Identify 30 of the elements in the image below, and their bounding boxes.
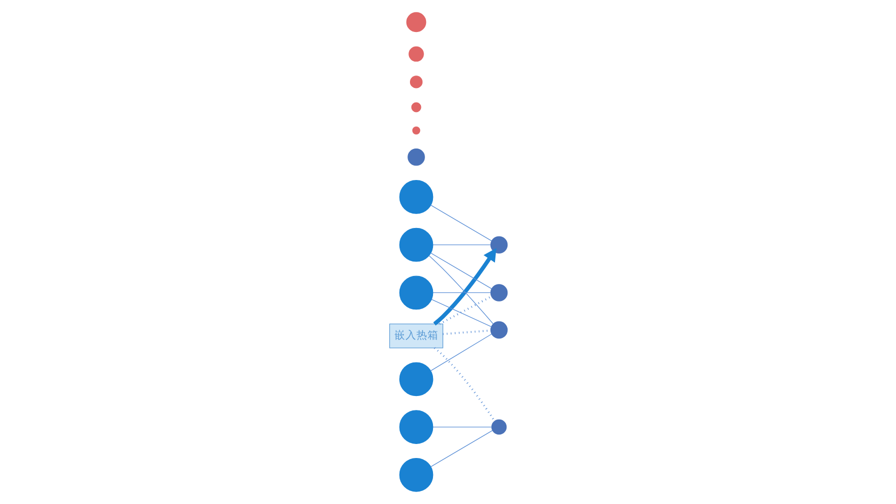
node-circle <box>398 410 433 444</box>
connector <box>430 430 492 467</box>
connector <box>430 252 492 290</box>
connector <box>430 204 492 242</box>
node-circle <box>398 228 433 262</box>
node-circle <box>407 148 424 166</box>
node-circle <box>490 236 508 254</box>
node-circle <box>410 102 421 112</box>
node-circle <box>409 76 422 88</box>
connector <box>430 334 492 372</box>
node-circle <box>408 46 424 62</box>
node-circle <box>398 362 433 396</box>
node-circle <box>398 180 433 214</box>
node-circle <box>490 419 506 435</box>
connector <box>432 292 490 294</box>
node-circle <box>412 126 420 134</box>
node-circle <box>406 12 426 32</box>
connector <box>438 295 492 325</box>
node-circle <box>490 284 508 302</box>
connector <box>432 244 490 246</box>
connector <box>442 330 490 336</box>
connector <box>432 426 492 428</box>
connector <box>428 255 493 324</box>
arrow <box>432 248 496 326</box>
node-circle <box>398 458 433 492</box>
node-circle <box>398 276 433 310</box>
node-box: 嵌入热箱 <box>388 324 443 348</box>
connector <box>430 299 492 328</box>
connector <box>433 347 495 422</box>
node-circle <box>490 321 508 339</box>
